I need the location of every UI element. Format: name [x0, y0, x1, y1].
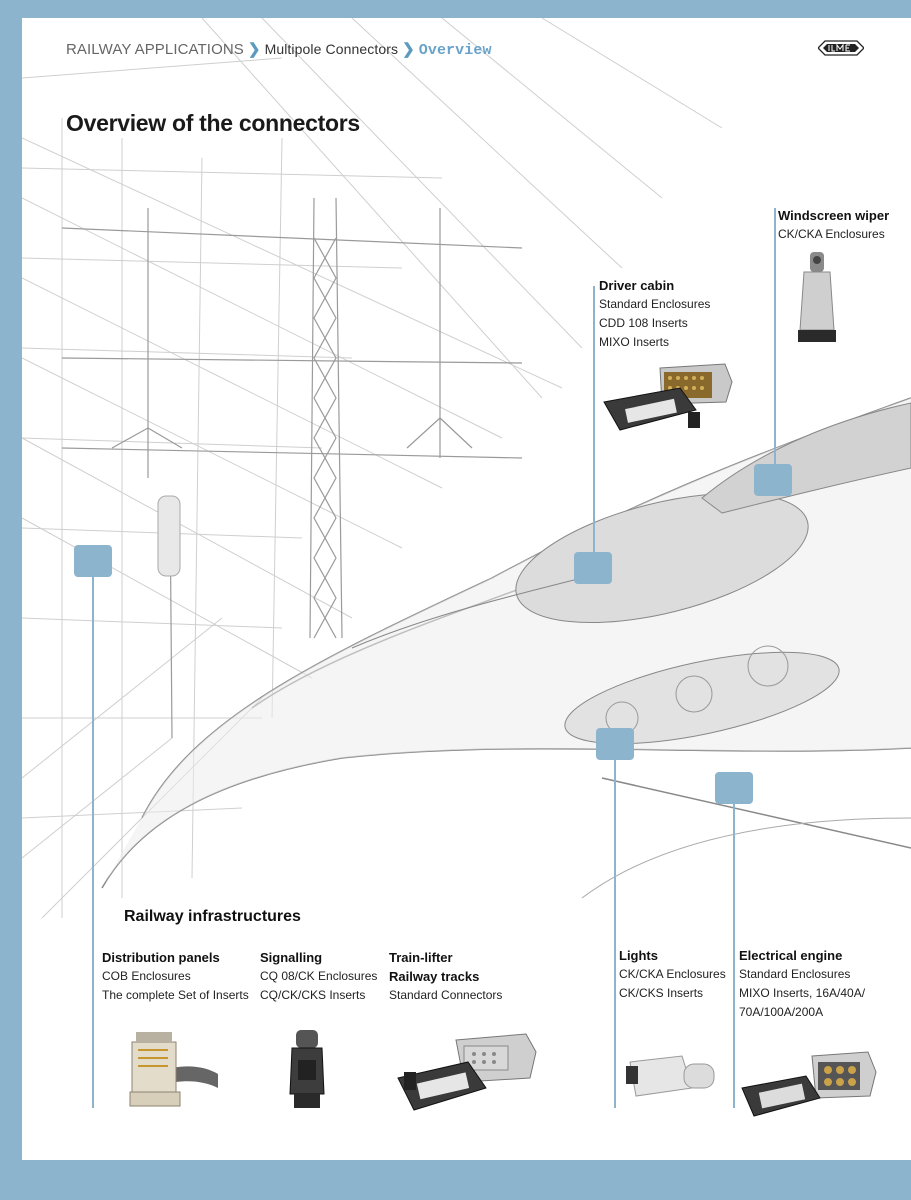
- leader-line-infrastructure: [92, 576, 94, 1108]
- item-line: COB Enclosures: [102, 969, 191, 983]
- item-title: Signalling: [260, 950, 323, 965]
- callout-line: CDD 108 Inserts: [599, 316, 688, 330]
- callout-line: CK/CKA Enclosures: [778, 227, 885, 241]
- marker-lights[interactable]: [596, 728, 634, 760]
- leader-line-windscreen: [774, 208, 776, 480]
- item-line: CQ 08/CK Enclosures: [260, 969, 378, 983]
- section-railway-infrastructures: Railway infrastructures: [124, 908, 301, 925]
- driver-cabin-connector-image: [603, 363, 733, 431]
- callout-line: 70A/100A/200A: [739, 1005, 824, 1019]
- callout-line: CK/CKA Enclosures: [619, 967, 726, 981]
- item-line: CQ/CK/CKS Inserts: [260, 988, 366, 1002]
- callout-line: Standard Enclosures: [739, 967, 851, 981]
- train-lifter-connector-image: [397, 1033, 537, 1111]
- breadcrumb: RAILWAY APPLICATIONS❯Multipole Connector…: [66, 40, 492, 59]
- callout-title: Windscreen wiper: [778, 208, 890, 223]
- windscreen-connector-image: [798, 252, 836, 342]
- callout-line: MIXO Inserts: [599, 335, 670, 349]
- train-sketch-illustration: [22, 18, 911, 919]
- lights-connector-image: [626, 1055, 715, 1097]
- item-distribution-panels: Distribution panels COB Enclosures The c…: [102, 948, 249, 1005]
- leader-line-driver-cabin: [593, 286, 595, 556]
- breadcrumb-railway-applications[interactable]: RAILWAY APPLICATIONS: [66, 41, 244, 58]
- marker-driver-cabin[interactable]: [574, 552, 612, 584]
- engine-connector-image: [741, 1051, 877, 1117]
- item-title: Railway tracks: [389, 969, 480, 984]
- breadcrumb-current: Overview: [418, 42, 492, 59]
- marker-windscreen-wiper[interactable]: [754, 464, 792, 496]
- item-signalling: Signalling CQ 08/CK Enclosures CQ/CK/CKS…: [260, 948, 377, 1005]
- distribution-panel-connector-image: [129, 1032, 218, 1107]
- callout-title: Electrical engine: [739, 948, 843, 963]
- callout-title: Driver cabin: [599, 278, 675, 293]
- breadcrumb-separator-icon: ❯: [402, 41, 415, 58]
- callout-windscreen-wiper: Windscreen wiper CK/CKA Enclosures: [778, 206, 889, 244]
- callout-line: Standard Enclosures: [599, 297, 711, 311]
- item-line: Standard Connectors: [389, 988, 503, 1002]
- marker-railway-infrastructure[interactable]: [74, 545, 112, 577]
- breadcrumb-separator-icon: ❯: [247, 41, 261, 58]
- marker-electrical-engine[interactable]: [715, 772, 753, 804]
- callout-electrical-engine: Electrical engine Standard Enclosures MI…: [739, 946, 865, 1022]
- callout-lights: Lights CK/CKA Enclosures CK/CKS Inserts: [619, 946, 726, 1003]
- item-title: Distribution panels: [102, 950, 220, 965]
- leader-line-engine: [733, 803, 735, 1108]
- page-sheet: RAILWAY APPLICATIONS❯Multipole Connector…: [22, 18, 911, 1160]
- left-border: [0, 0, 22, 1200]
- callout-line: MIXO Inserts, 16A/40A/: [739, 986, 866, 1000]
- item-line: The complete Set of Inserts: [102, 988, 249, 1002]
- callout-title: Lights: [619, 948, 658, 963]
- signalling-connector-image: [289, 1030, 325, 1108]
- breadcrumb-multipole-connectors[interactable]: Multipole Connectors: [264, 41, 399, 57]
- leader-line-lights: [614, 759, 616, 1108]
- item-title: Train-lifter: [389, 950, 453, 965]
- ilme-logo: [818, 40, 864, 56]
- bottom-border: [0, 1160, 911, 1200]
- callout-line: CK/CKS Inserts: [619, 986, 704, 1000]
- top-border: [0, 0, 911, 18]
- callout-driver-cabin: Driver cabin Standard Enclosures CDD 108…: [599, 276, 710, 352]
- item-train-lifter: Train-lifter Railway tracks Standard Con…: [389, 948, 502, 1005]
- page-title: Overview of the connectors: [66, 110, 360, 136]
